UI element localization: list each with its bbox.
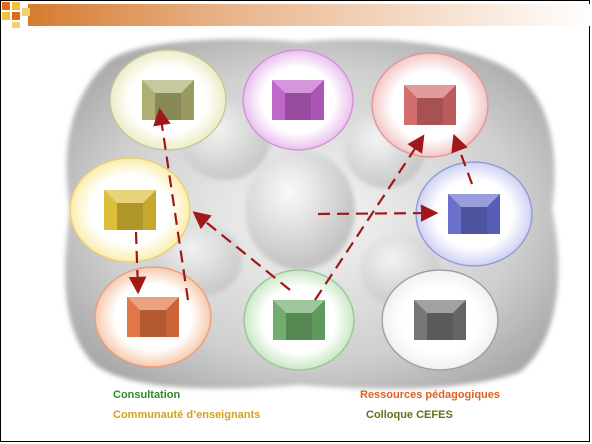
- legend-colloque: Colloque CEFES: [366, 409, 453, 421]
- node-purple: [242, 49, 354, 151]
- node-red: [371, 52, 489, 158]
- arrow-yellow-to-orange: [128, 231, 147, 295]
- box-icon: [104, 190, 156, 230]
- arrow-green-to-red: [314, 134, 425, 301]
- header-gradient: [28, 4, 592, 26]
- box-icon: [448, 194, 500, 234]
- legend-ressources: Ressources pédagogiques: [360, 389, 500, 401]
- node-gray: [381, 269, 499, 371]
- node-blue: [415, 161, 533, 267]
- box-icon: [273, 300, 325, 340]
- header-bar: [2, 2, 592, 28]
- node-yellow: [69, 157, 191, 263]
- box-icon: [272, 80, 324, 120]
- legend-consultation: Consultation: [113, 389, 181, 401]
- arrow-blue-to-red: [451, 133, 474, 185]
- arrow-green-to-yellow: [192, 211, 291, 291]
- node-green: [243, 269, 355, 371]
- arrow-orange-to-olive: [153, 107, 190, 301]
- node-orange: [94, 266, 212, 368]
- legend-communaute: Communauté d’enseignants: [113, 409, 261, 421]
- node-olive: [109, 49, 227, 151]
- arrows: [128, 107, 474, 301]
- logo-squares-icon: [2, 2, 30, 28]
- arrow-center-to-blue: [317, 204, 439, 222]
- box-icon: [127, 297, 179, 337]
- box-icon: [404, 85, 456, 125]
- box-icon: [414, 300, 466, 340]
- box-icon: [142, 80, 194, 120]
